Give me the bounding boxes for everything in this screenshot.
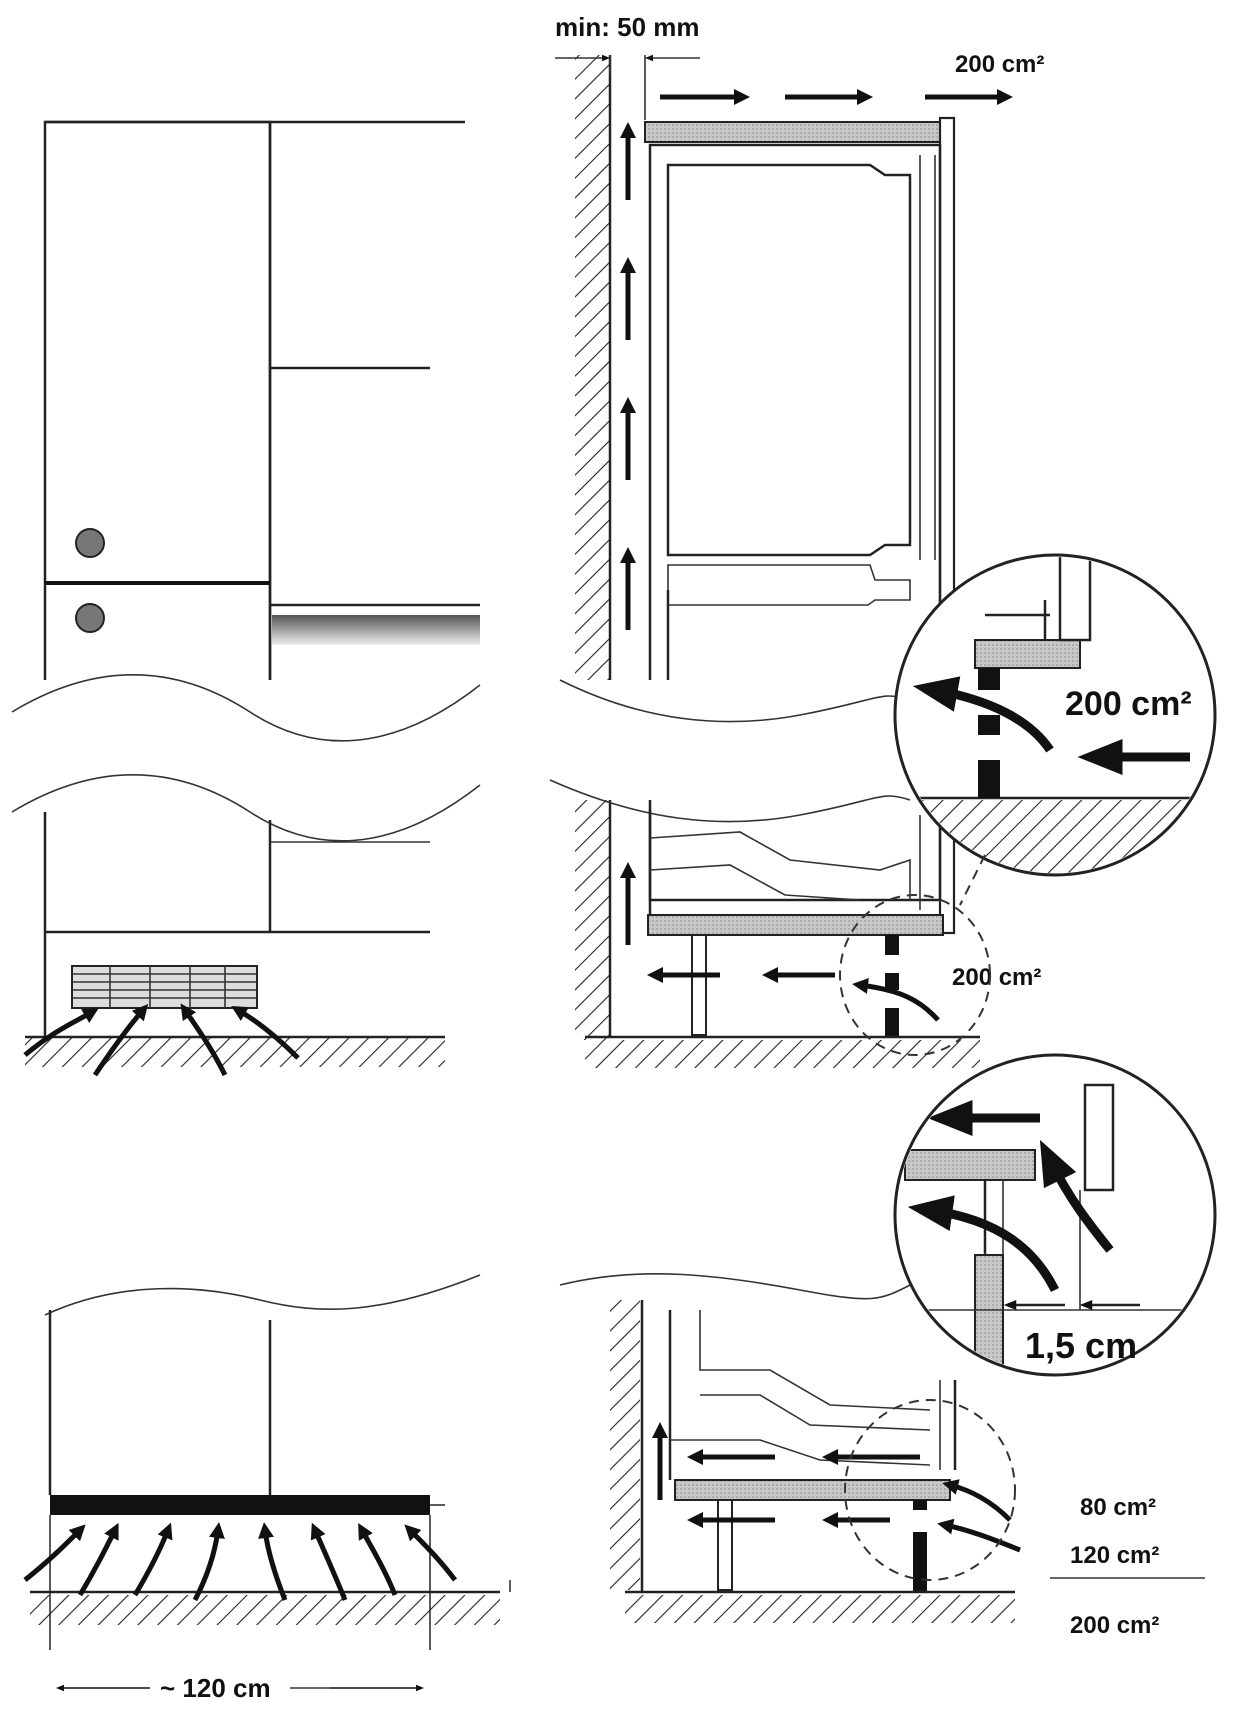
min-gap-label: min: 50 mm (555, 12, 700, 42)
top-left-cabinet-view (10, 120, 481, 1077)
plinth-cover (50, 1495, 430, 1515)
area-80-label: 80 cm² (1080, 1494, 1156, 1521)
bottom-left-plinth-view: ~ 120 cm (23, 1274, 511, 1703)
gap-zoom-label: 1,5 cm (1025, 1325, 1137, 1366)
air-flow-arrows-bottom-top (646, 966, 940, 1022)
door-handle-lower (75, 603, 105, 633)
air-flow-arrows-bottom-right (651, 1421, 1021, 1553)
ventilation-grille (71, 965, 258, 1009)
door-handle-upper (75, 528, 105, 558)
area-total-label: 200 cm² (1070, 1612, 1159, 1639)
detail-marker-circle-lower (844, 1399, 1016, 1581)
bottom-vent-area-label: 200 cm² (952, 964, 1041, 991)
width-dimension-label: ~ 120 cm (160, 1673, 271, 1703)
bottom-right-side-section: 80 cm² 120 cm² 200 cm² (559, 1053, 1217, 1639)
detail-marker-circle (839, 894, 991, 1056)
area-120-label: 120 cm² (1070, 1542, 1159, 1569)
air-inflow-arrows-top-left (23, 1003, 300, 1077)
air-inflow-arrows-bottom-left (23, 1522, 457, 1602)
top-vent-area-label: 200 cm² (955, 51, 1044, 78)
detail-zoom-lower: 1,5 cm (893, 1053, 1217, 1377)
zoom-upper-area-label: 200 cm² (1065, 685, 1192, 723)
top-right-side-section: min: 50 mm 200 cm² (549, 12, 1217, 1068)
